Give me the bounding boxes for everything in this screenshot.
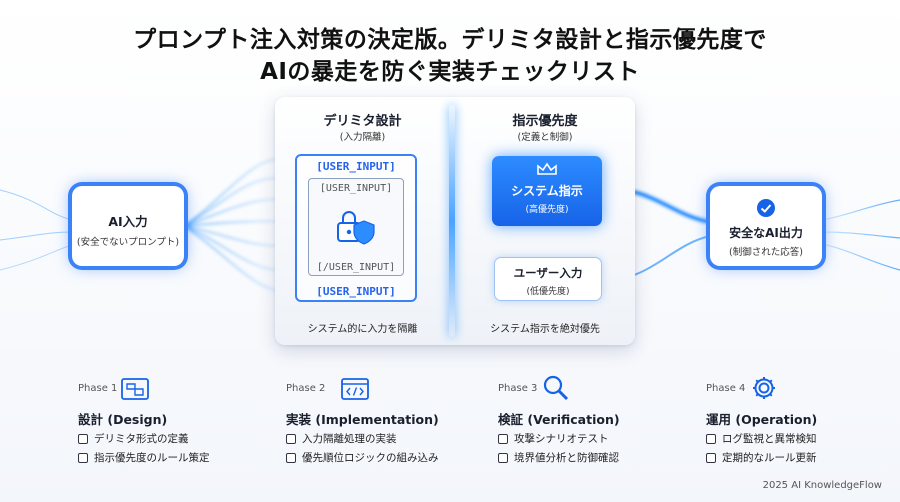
checkbox[interactable] <box>706 433 716 444</box>
code-window-icon <box>341 378 369 400</box>
ai-input-node: AI入力 (安全でないプロンプト) <box>72 186 184 266</box>
panel-divider-glow <box>449 105 455 337</box>
inner-close-tag: [/USER_INPUT] <box>316 262 396 273</box>
phase4-item-2: 定期的なルール更新 <box>706 450 817 465</box>
inner-open-tag: [USER_INPUT] <box>319 183 393 194</box>
checkbox[interactable] <box>78 433 88 444</box>
ai-input-label: AI入力 <box>108 214 148 229</box>
outer-close-tag: [USER_INPUT] <box>316 285 396 298</box>
user-input-box: ユーザー入力 (低優先度) <box>494 257 602 301</box>
phase3-label: Phase 3 <box>498 383 538 394</box>
blueprint-icon <box>121 378 149 400</box>
ai-output-label: 安全なAI出力 <box>729 226 803 240</box>
priority-footer: システム指示を絶対優先 <box>490 324 600 335</box>
magnifier-icon <box>543 375 569 401</box>
page-title-line2: AIの暴走を防ぐ実装チェックリスト <box>260 59 640 85</box>
priority-title: 指示優先度 <box>512 114 578 129</box>
checkbox[interactable] <box>286 452 296 463</box>
phase1-title: 設計 (Design) <box>78 412 168 427</box>
phase1-label: Phase 1 <box>78 383 118 394</box>
ai-input-sub: (安全でないプロンプト) <box>76 237 180 248</box>
phase4-item-1: ログ監視と異常検知 <box>706 431 817 446</box>
phase2-label: Phase 2 <box>286 383 326 394</box>
ai-output-sub: (制御された応答) <box>729 247 803 258</box>
system-label: システム指示 <box>511 184 583 198</box>
phase1-item-2: 指示優先度のルール策定 <box>78 450 210 465</box>
phase3-title: 検証 (Verification) <box>498 412 620 427</box>
system-instruction-box: システム指示 (高優先度) <box>492 156 602 226</box>
gear-icon <box>753 377 775 399</box>
phase2-item-1: 入力隔離処理の実装 <box>286 431 397 446</box>
delimiter-footer: システム的に入力を隔離 <box>307 324 418 335</box>
checkbox[interactable] <box>498 433 508 444</box>
phase3-item-1: 攻撃シナリオテスト <box>498 431 609 446</box>
checkbox[interactable] <box>706 452 716 463</box>
user-sub: (低優先度) <box>526 287 570 297</box>
phase2-item-2: 優先順位ロジックの組み込み <box>286 450 439 465</box>
phase3-item-2: 境界値分析と防御確認 <box>498 450 619 465</box>
outer-open-tag: [USER_INPUT] <box>316 160 396 173</box>
copyright: 2025 AI KnowledgeFlow <box>762 480 882 491</box>
priority-sub: (定義と制御) <box>517 132 573 143</box>
system-sub: (高優先度) <box>525 205 569 215</box>
checkbox[interactable] <box>78 452 88 463</box>
ai-output-node: 安全なAI出力 (制御された応答) <box>710 186 822 266</box>
delimiter-sub: (入力隔離) <box>339 132 386 143</box>
crown-icon <box>537 162 557 175</box>
page-title-line1: プロンプト注入対策の決定版。デリミタ設計と指示優先度で <box>133 27 767 53</box>
checkbox[interactable] <box>286 433 296 444</box>
user-label: ユーザー入力 <box>513 266 583 280</box>
phase4-label: Phase 4 <box>706 383 746 394</box>
phase4-title: 運用 (Operation) <box>706 412 818 427</box>
check-circle-icon <box>757 199 775 217</box>
phase1-item-1: デリミタ形式の定義 <box>78 431 189 446</box>
phase2-title: 実装 (Implementation) <box>286 412 439 427</box>
lock-shield-icon <box>337 211 375 245</box>
checkbox[interactable] <box>498 452 508 463</box>
delimiter-title: デリミタ設計 <box>323 114 402 129</box>
